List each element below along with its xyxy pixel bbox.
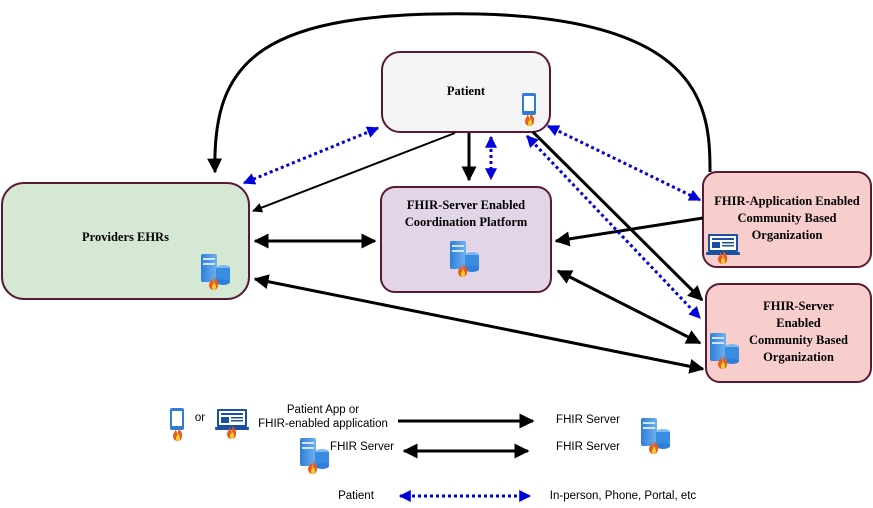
legend-app-label: Patient App or FHIR-enabled application: [258, 404, 388, 430]
legend-server-label-right-1: FHIR Server: [556, 414, 620, 426]
arrow-providers-cbo-server: [253, 274, 705, 374]
coordination-platform-label: FHIR-Server Enabled Coordination Platfor…: [404, 198, 528, 229]
cbo-server-node: [705, 283, 872, 383]
dotted-patient-cbo-app: [546, 124, 702, 202]
providers-ehrs-node: [1, 182, 250, 300]
legend-inperson-label: In-person, Phone, Portal, etc: [549, 490, 697, 502]
legend-patient-label: Patient: [338, 490, 374, 502]
cbo-app-label: FHIR-Application Enabled Community Based…: [714, 194, 860, 242]
arrow-cbo-app-to-coordination: [554, 216, 704, 247]
dotted-patient-cbo-server: [525, 134, 702, 320]
arrow-cbo-app-to-providers-loop: [207, 12, 712, 174]
arrow-patient-to-cbo-server: [531, 130, 704, 302]
patient-node: [381, 51, 551, 133]
legend-server-label-right-2: FHIR Server: [556, 441, 620, 453]
dotted-patient-providers: [242, 126, 380, 185]
cbo-server-label: FHIR-Server Enabled Community Based Orga…: [749, 299, 848, 364]
legend-phone-icon: [170, 408, 184, 441]
legend-laptop-icon: [215, 409, 249, 439]
arrow-coordination-cbo-server: [556, 269, 702, 345]
patient-label: Patient: [446, 84, 486, 98]
legend-server-label-left: FHIR Server: [330, 441, 394, 453]
legend-or-text: or: [194, 412, 206, 424]
legend-server-icon-right: [641, 418, 670, 454]
providers-ehrs-label: Providers EHRs: [82, 230, 169, 244]
